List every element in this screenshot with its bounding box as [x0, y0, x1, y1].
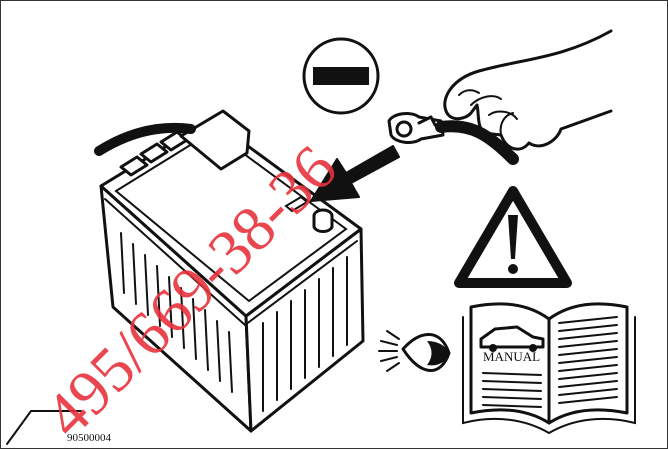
eye-icon — [379, 331, 449, 371]
owners-manual-icon: MANUAL — [463, 304, 635, 433]
manual-book-label: MANUAL — [483, 349, 540, 364]
hand-holding-clamp-illustration — [389, 31, 611, 159]
warning-triangle-icon — [459, 191, 567, 283]
figure-code: 90500004 — [67, 432, 111, 444]
negative-terminal-icon — [304, 39, 378, 113]
